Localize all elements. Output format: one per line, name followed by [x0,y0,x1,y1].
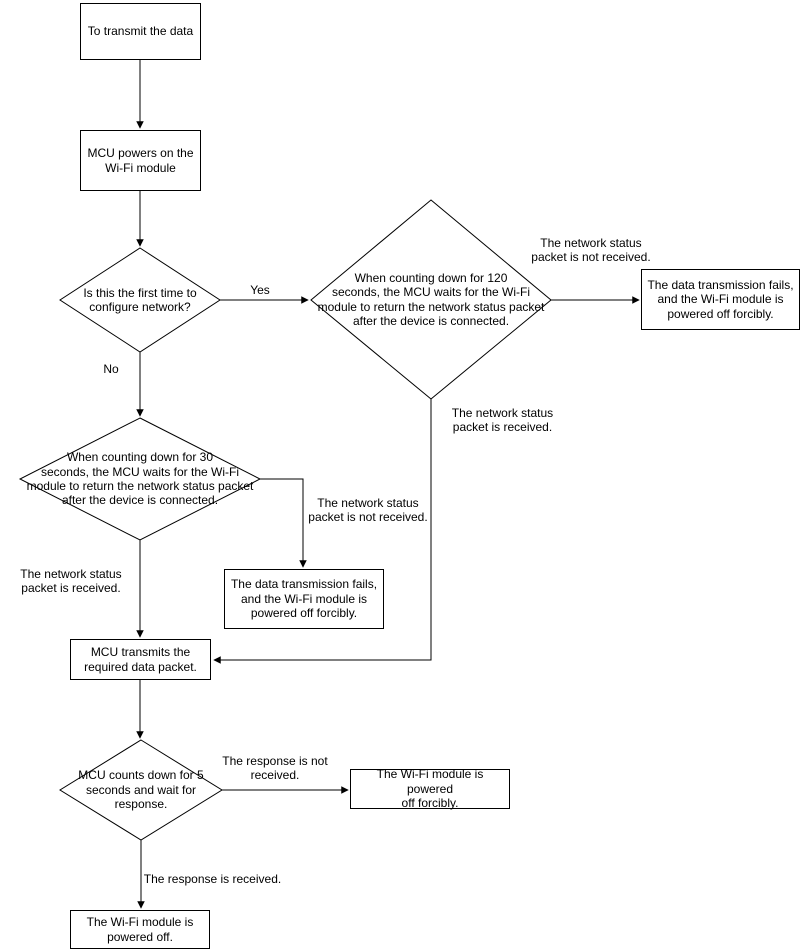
edge-label-no: No [103,362,119,376]
node-transmission-fails-mid: The data transmission fails, and the Wi-… [224,569,384,629]
node-transmit-packet: MCU transmits the required data packet. [70,639,211,680]
connector-countdown120-to-transmit [213,399,432,664]
edge-label-status-received-120: The network status packet is received. [451,406,554,435]
edge-label-response-not-received: The response is not received. [222,754,328,783]
decision-countdown-30-diamond [18,417,262,541]
node-poweroff-forcibly: The Wi-Fi module is powered off forcibly… [350,767,510,810]
edge-label-status-not-received-120: The network status packet is not receive… [531,236,651,265]
node-transmission-fails-right: The data transmission fails, and the Wi-… [641,269,800,330]
decision-countdown-120-diamond [310,199,552,400]
edge-label-yes: Yes [250,283,270,297]
decision-countdown-5-diamond [59,739,223,841]
connector-countdown30-to-failmid [260,478,307,568]
edge-label-status-received-30: The network status packet is received. [20,567,122,596]
edge-label-status-not-received-30: The network status packet is not receive… [308,496,428,525]
node-start: To transmit the data [80,3,201,60]
edge-label-response-received: The response is received. [143,872,282,886]
decision-first-time-diamond [59,247,221,353]
node-poweroff: The Wi-Fi module is powered off. [70,910,210,949]
node-power-on-wifi: MCU powers on the Wi-Fi module [80,130,201,191]
